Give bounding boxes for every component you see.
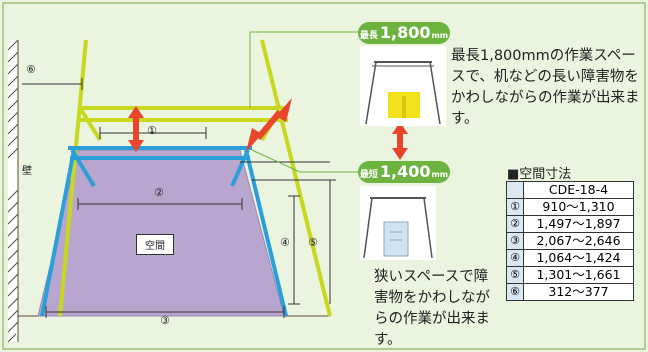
long-description: 最長1,800mmの作業スペースで、机などの長い障害物をかわしながらの作業が出来… [451,48,640,127]
table-title: ■空間寸法 [507,167,572,182]
badge-short-prefix: 最短 [359,170,378,180]
table-corner [506,181,524,199]
leader-long [249,31,360,108]
badge-short-unit: mm [431,170,449,179]
marker-4: ④ [280,236,290,249]
row-number: ① [506,198,524,216]
row-number: ⑥ [506,283,524,301]
badge-long-unit: mm [431,31,449,40]
max-length-badge: 最長 1,800 mm [358,22,450,44]
row-number: ⑤ [506,266,524,284]
badge-short-value: 1,400 [379,162,431,181]
row-number: ② [506,215,524,233]
red-arrows [128,98,408,160]
marker-1: ① [147,124,157,137]
leader-short [251,149,360,173]
badge-long-prefix: 最長 [359,31,378,41]
dimension-lines [22,78,336,318]
table-header-model: CDE-18-4 [523,181,634,199]
space-label: 空間 [136,234,174,255]
table-header-row: CDE-18-4 [506,181,634,199]
row-value: 1,301〜1,661 [523,266,634,284]
marker-5: ⑤ [308,236,318,249]
wall-label: 壁 [22,166,32,177]
row-value: 910〜1,310 [523,198,634,216]
wall-hatching [7,39,19,343]
row-value: 1,497〜1,897 [523,215,634,233]
marker-3: ③ [160,314,170,327]
row-value: 1,064〜1,424 [523,249,634,267]
short-illustration [360,186,436,260]
long-illustration [360,46,446,126]
row-value: 312〜377 [523,283,634,301]
wall [8,40,18,342]
marker-6: ⑥ [26,63,36,76]
blue-frame [40,146,288,317]
row-value: 2,067〜2,646 [523,232,634,250]
short-description: 狭いスペースで障害物をかわしながらの作業が出来ます。 [374,269,490,348]
marker-2: ② [154,186,164,199]
row-number: ③ [506,232,524,250]
row-number: ④ [506,249,524,267]
min-length-badge: 最短 1,400 mm [358,161,450,183]
badge-long-value: 1,800 [379,23,431,42]
